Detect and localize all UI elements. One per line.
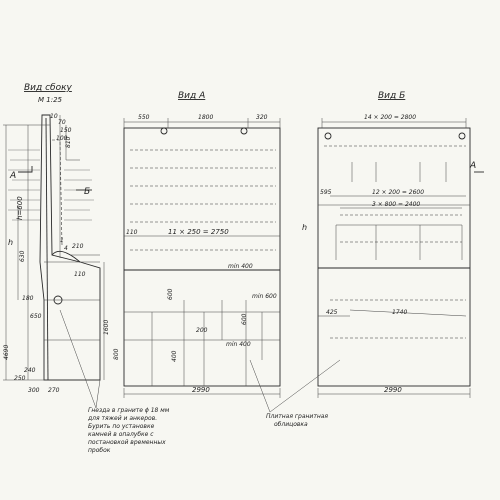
side-dim-270: 270 (48, 387, 60, 394)
side-socket (53, 295, 63, 305)
view-b-socket-1 (324, 132, 332, 140)
side-dim-210: 210 (72, 243, 84, 250)
side-dim-10: 10 (50, 113, 58, 120)
view-a-dim-200: 200 (196, 327, 208, 334)
view-a-dim-320: 320 (256, 114, 268, 121)
side-dim-150: 150 (60, 127, 72, 134)
notes: Гнезда в граните ϕ 18 мм для тяжей и анк… (59, 309, 341, 454)
view-b-dim-1740: 1740 (392, 309, 407, 316)
view-a-title: Вид А (178, 91, 205, 101)
view-a-dim-min400-b: min 400 (226, 341, 251, 348)
view-b-top-dim-line (321, 118, 467, 128)
view-b: Вид Б 14 × 200 = 2800 12 × 200 = 2600 59… (302, 91, 484, 398)
view-b-lower-dim-lines (318, 309, 467, 317)
side-dim-extensions (3, 124, 100, 381)
sockets-note-line-2: для тяжей и анкеров. (87, 415, 157, 422)
view-a-dim-600: 600 (167, 288, 174, 300)
view-b-title: Вид Б (378, 91, 405, 101)
side-dim-810 (65, 125, 80, 161)
view-a-dim-2990: 2990 (192, 386, 210, 394)
sockets-note-line-5: постановкой временных (88, 439, 166, 446)
side-dim-250: 250 (14, 375, 26, 382)
side-dim-110: 110 (74, 271, 86, 278)
view-b-inner-blocks (335, 224, 463, 260)
side-dim-h: h (8, 238, 13, 247)
side-dim-1600-label: 1600 (103, 320, 110, 335)
view-a-dim-min400: min 400 (228, 263, 253, 270)
view-a-top-socket-1 (160, 127, 168, 135)
side-dim-4690: 4690 (3, 345, 10, 360)
view-a-outline (123, 127, 281, 387)
view-a-dim-400: 400 (171, 350, 178, 362)
side-dim-70: 70 (58, 119, 66, 126)
view-b-dim-top: 14 × 200 = 2800 (364, 114, 416, 121)
view-b-socket-rows (324, 145, 466, 339)
side-dim-4: 4 (64, 245, 68, 252)
view-a-top-dim-line (123, 118, 281, 128)
side-section-mark-a: А (9, 171, 16, 181)
view-a-socket-rows (130, 149, 276, 251)
side-dim-180: 180 (22, 295, 34, 302)
view-a-dim-min600: min 600 (252, 293, 277, 300)
sockets-leader (59, 309, 101, 409)
view-b-upper-marks (351, 162, 447, 182)
side-dim-240: 240 (24, 367, 36, 374)
side-dim-verticals (5, 125, 29, 380)
side-hatching (8, 149, 94, 221)
sockets-note-line-4: камней в опалубке с (88, 431, 154, 438)
side-dim-650: 650 (30, 313, 42, 320)
view-a-dim-550: 550 (138, 114, 150, 121)
side-dim-810-label: 810 (65, 136, 72, 148)
side-section-arrow-a (18, 166, 33, 173)
cladding-note-line-2: облицовка (274, 421, 308, 428)
side-section-outline (39, 114, 101, 381)
side-view-title: Вид сбоку (24, 83, 73, 93)
view-a-dim-600b: 600 (241, 313, 248, 325)
view-b-dim-h: h (302, 223, 307, 232)
view-a-top-socket-2 (240, 127, 248, 135)
view-a-dim-span: 11 × 250 = 2750 (168, 228, 229, 236)
side-view: Вид сбоку М 1:25 (3, 83, 110, 394)
side-dim-630: 630 (19, 250, 26, 262)
view-b-socket-2 (458, 132, 466, 140)
view-a-dim-800: 800 (113, 348, 120, 360)
sockets-note-line-1: Гнезда в граните ϕ 18 мм (88, 407, 170, 414)
cladding-leader (249, 359, 341, 413)
view-b-dim-row1: 12 × 200 = 2600 (372, 189, 424, 196)
cladding-note-line-1: Плитная гранитная (266, 413, 328, 420)
side-section-mark-b: Б (84, 187, 90, 197)
view-b-dim-425: 425 (326, 309, 338, 316)
side-inner-line (45, 117, 49, 381)
view-b-outline (317, 127, 471, 387)
side-view-scale: М 1:25 (38, 96, 63, 104)
view-b-section-mark-a: А (469, 161, 476, 171)
view-b-bottom-dim-line (317, 388, 471, 398)
view-a-joint-lines (151, 300, 263, 386)
view-a-dim-1800: 1800 (198, 114, 213, 121)
side-curve (51, 250, 81, 263)
side-dim-hn600: h=600 (16, 196, 24, 220)
sockets-note-line-3: Бурить по установке (88, 423, 155, 430)
side-dim-100: 100 (56, 135, 68, 142)
side-dim-1: 1 (60, 237, 64, 244)
view-a-course-lines (124, 311, 280, 341)
view-b-dim-595: 595 (320, 189, 332, 196)
side-dim-300: 300 (28, 387, 40, 394)
view-a: Вид А 550 1800 320 11 × 250 = 2750 110 m… (113, 91, 281, 398)
side-dash-1 (52, 139, 63, 246)
view-b-dim-2990: 2990 (384, 386, 402, 394)
sockets-note-line-6: пробок (88, 447, 111, 454)
view-a-dim-110: 110 (126, 229, 138, 236)
view-b-dim-row2: 3 × 800 = 2400 (372, 201, 420, 208)
view-a-bottom-dim-line (123, 388, 281, 398)
